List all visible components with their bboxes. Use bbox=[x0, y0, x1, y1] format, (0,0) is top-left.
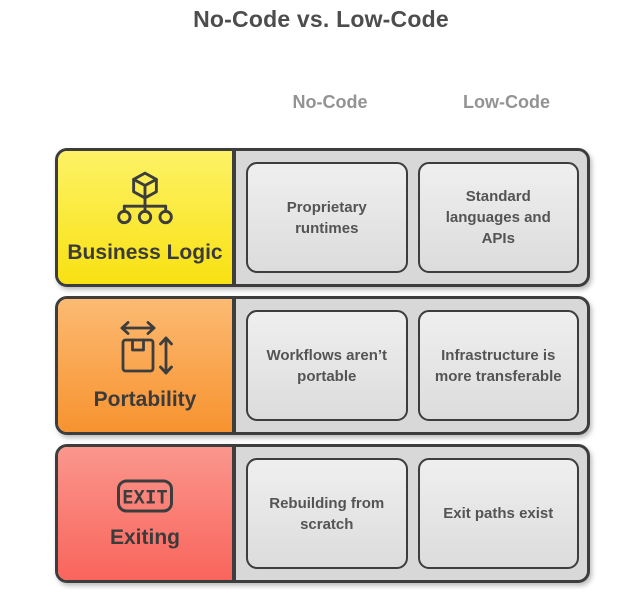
row-business-logic: Business Logic Proprietary runtimes Stan… bbox=[55, 148, 590, 287]
row-cells: Proprietary runtimes Standard languages … bbox=[236, 151, 587, 284]
row-cells: Workflows aren’t portable Infrastructure… bbox=[236, 299, 587, 432]
portability-label-card: Portability bbox=[58, 299, 236, 432]
cube-hierarchy-icon bbox=[114, 170, 176, 230]
row-portability: Portability Workflows aren’t portable In… bbox=[55, 296, 590, 435]
column-header-low-code: Low-Code bbox=[463, 92, 550, 112]
cell-exiting-no-code: Rebuilding from scratch bbox=[246, 458, 408, 569]
package-dimensions-icon bbox=[115, 319, 175, 377]
cell-text: Rebuilding from scratch bbox=[269, 494, 385, 533]
exit-sign-text: EXIT bbox=[122, 487, 168, 509]
row-exiting: EXIT Exiting Rebuilding from scratch Exi… bbox=[55, 444, 590, 583]
row-label: Exiting bbox=[109, 526, 180, 549]
cell-text: Exit paths exist bbox=[443, 505, 554, 522]
cell-text: Proprietary runtimes bbox=[286, 198, 367, 237]
column-header-no-code: No-Code bbox=[292, 92, 368, 112]
cell-business-logic-no-code: Proprietary runtimes bbox=[246, 162, 408, 273]
page-title: No-Code vs. Low-Code bbox=[193, 6, 449, 32]
business-logic-label-card: Business Logic bbox=[58, 151, 236, 284]
row-label: Business Logic bbox=[67, 241, 223, 264]
row-label: Portability bbox=[93, 388, 197, 411]
exiting-label-card: EXIT Exiting bbox=[58, 447, 236, 580]
cell-portability-low-code: Infrastructure is more transferable bbox=[417, 310, 579, 421]
cell-exiting-low-code: Exit paths exist bbox=[417, 458, 579, 569]
row-cells: Rebuilding from scratch Exit paths exist bbox=[236, 447, 587, 580]
exit-sign-icon: EXIT bbox=[116, 477, 174, 515]
cell-portability-no-code: Workflows aren’t portable bbox=[246, 310, 408, 421]
cell-business-logic-low-code: Standard languages and APIs bbox=[417, 162, 579, 273]
cell-text: Workflows aren’t portable bbox=[266, 346, 388, 385]
cell-text: Standard languages and APIs bbox=[445, 188, 551, 247]
cell-text: Infrastructure is more transferable bbox=[434, 346, 562, 385]
